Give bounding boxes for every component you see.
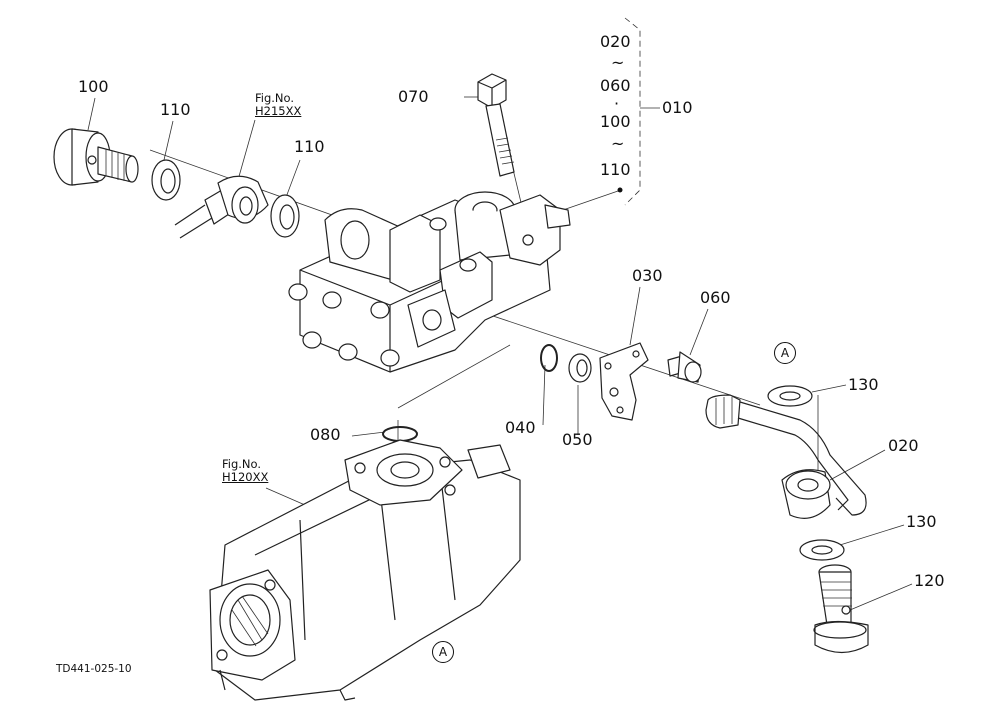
ref-mark-lower: A: [432, 641, 454, 663]
label-020: 020: [888, 436, 919, 455]
control-valve-body: [288, 191, 571, 373]
label-010: 010: [662, 98, 693, 117]
drawing-id: TD441-025-10: [56, 663, 132, 675]
bracket-item-2: 060: [600, 76, 631, 95]
washer-110b: [270, 194, 300, 238]
label-050: 050: [562, 430, 593, 449]
ref-mark-upper: A: [774, 342, 796, 364]
bracket-item-1: ~: [611, 53, 625, 72]
bracket-item-3: ·: [614, 94, 620, 113]
fig-ref-lower: Fig.No. H120XX: [222, 458, 268, 484]
label-080: 080: [310, 425, 341, 444]
label-110b: 110: [294, 137, 325, 156]
washer-130a: [767, 385, 813, 407]
group-bracket-010: [617, 17, 660, 206]
label-070: 070: [398, 87, 429, 106]
label-040: 040: [505, 418, 536, 437]
banjo-bolt-120: [813, 564, 869, 654]
bracket-item-5: ~: [611, 134, 625, 153]
bracket-item-0: 020: [600, 32, 631, 51]
label-100: 100: [78, 77, 109, 96]
fig-ref-lower-line1: Fig.No.: [222, 457, 262, 471]
label-120: 120: [914, 571, 945, 590]
o-ring-080: [382, 426, 418, 442]
hydraulic-pump: [209, 439, 521, 701]
washer-050: [568, 353, 592, 383]
washer-110a: [151, 159, 181, 201]
bracket-030: [599, 342, 649, 421]
label-110a: 110: [160, 100, 191, 119]
fig-ref-upper: Fig.No. H215XX: [255, 92, 301, 118]
plug-060: [667, 351, 702, 383]
banjo-hose-fitting: [174, 175, 269, 239]
label-130b: 130: [906, 512, 937, 531]
bracket-item-6: 110: [600, 160, 631, 179]
label-130a: 130: [848, 375, 879, 394]
bracket-item-4: 100: [600, 112, 631, 131]
label-060: 060: [700, 288, 731, 307]
fig-ref-upper-line1: Fig.No.: [255, 91, 295, 105]
banjo-bolt-100: [53, 128, 139, 186]
fig-ref-lower-line2: H120XX: [222, 470, 269, 484]
bolt-070: [477, 73, 515, 177]
washer-130b: [799, 539, 845, 561]
pipe-020: [705, 394, 867, 519]
fig-ref-upper-line2: H215XX: [255, 104, 302, 118]
o-ring-040: [540, 344, 558, 372]
label-030: 030: [632, 266, 663, 285]
